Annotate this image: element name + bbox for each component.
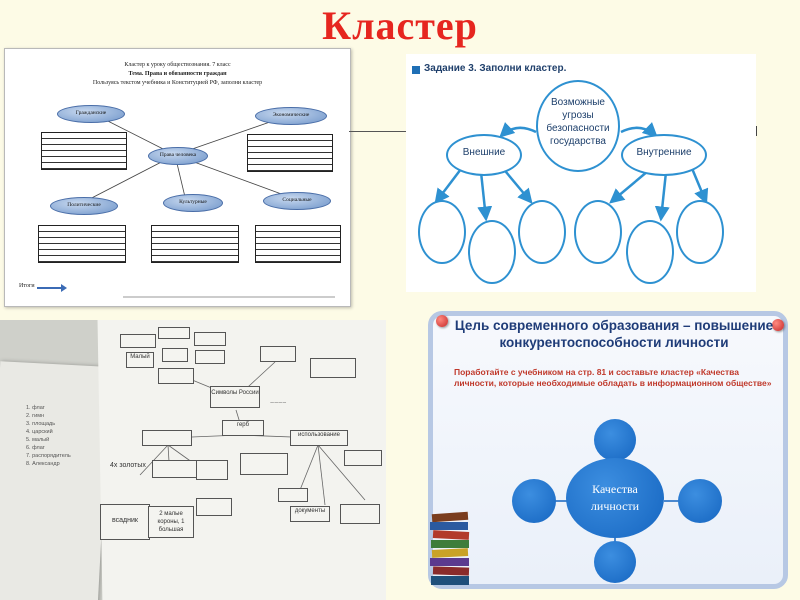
list-item: 8. Александр — [26, 461, 60, 467]
node-economic: Экономические — [255, 107, 327, 125]
answer-lines[interactable] — [151, 225, 239, 263]
list-item: 6. флаг — [26, 445, 45, 451]
threat-center-node: Возможные угрозы безопасности государств… — [536, 80, 620, 172]
arrow-right-icon — [37, 284, 67, 292]
list-item: 4. царский — [26, 429, 53, 435]
sketch-box: Малый — [126, 352, 154, 368]
node-political: Политические — [50, 197, 118, 215]
sketch-note: 4х золотых — [110, 462, 146, 469]
empty-circle[interactable] — [626, 220, 674, 284]
sketch-box — [158, 368, 194, 384]
list-item: 5. малый — [26, 437, 50, 443]
worksheet-header-2: Тема. Права и обязанности граждан — [128, 71, 227, 77]
list-item: 2. гимн — [26, 413, 45, 419]
worksheet-footer: Итоги — [19, 283, 35, 289]
cluster-circle-bottom[interactable] — [594, 541, 636, 583]
goal-panel: Цель современного образования – повышени… — [422, 305, 800, 600]
sketch-box — [142, 430, 192, 446]
cluster-circle-left[interactable] — [512, 479, 556, 523]
task3-heading: Задание 3. Заполни кластер. — [424, 63, 567, 74]
answer-lines[interactable] — [247, 134, 333, 172]
internal-node: Внутренние — [621, 134, 707, 176]
pin-icon — [436, 315, 448, 327]
worksheet-header-1: Кластер к уроку обществознания. 7 класс — [124, 62, 231, 68]
sketch-box — [260, 346, 296, 362]
sketch-center-node: Символы России — [210, 386, 260, 408]
sketch-box — [196, 498, 232, 516]
answer-lines[interactable] — [255, 225, 341, 263]
sketch-box: герб — [222, 420, 264, 436]
cluster-center-label: Качества личности — [590, 482, 640, 513]
sketch-box — [344, 450, 382, 466]
node-civil: Гражданские — [57, 105, 125, 123]
worksheet-connectors — [79, 111, 335, 298]
cluster-center-node — [566, 458, 664, 538]
empty-circle[interactable] — [676, 200, 724, 264]
sketch-box — [158, 327, 190, 339]
list-item: 7. распорядитель — [26, 453, 71, 459]
list-item: 1. флаг — [26, 405, 45, 411]
sketch-box — [278, 488, 308, 502]
task3-marker — [412, 66, 420, 74]
sketch-note: ~~~~ — [270, 400, 287, 407]
sketch-box: всадник — [100, 504, 150, 540]
sketch-box — [340, 504, 380, 524]
left-list: 1. флаг 2. гимн 3. площадь 4. царский 5.… — [26, 404, 96, 468]
node-center: Права человека — [148, 147, 208, 165]
sketch-box — [152, 460, 198, 478]
books-icon — [430, 507, 472, 587]
goal-title: Цель современного образования – повышени… — [454, 318, 774, 350]
pin-icon — [772, 319, 784, 331]
worksheet-panel: Кластер к уроку обществознания. 7 класс … — [4, 48, 351, 307]
worksheet-instruction: Пользуясь текстом учебника и Конституцие… — [92, 80, 263, 86]
sketch-box: 2 малые короны, 1 большая — [148, 506, 194, 538]
sketch-box — [120, 334, 156, 348]
task3-panel: Задание 3. Заполни кластер. Возможные уг… — [406, 54, 756, 292]
sketch-box — [162, 348, 188, 362]
sketch-box — [195, 350, 225, 364]
empty-circle[interactable] — [468, 220, 516, 284]
sketch-box: документы — [290, 506, 330, 522]
cluster-circle-top[interactable] — [594, 419, 636, 461]
slide-title: Кластер — [322, 3, 478, 48]
answer-lines[interactable] — [38, 225, 126, 263]
sketch-box: использование — [290, 430, 348, 446]
sketch-box — [310, 358, 356, 378]
node-social: Социальные — [263, 192, 331, 210]
sketch-photo: 1. флаг 2. гимн 3. площадь 4. царский 5.… — [0, 320, 386, 600]
goal-task: Поработайте с учебником на стр. 81 и сос… — [454, 367, 772, 388]
divider — [349, 131, 406, 132]
node-cultural: Культурные — [163, 194, 223, 212]
empty-circle[interactable] — [418, 200, 466, 264]
divider — [756, 126, 763, 136]
empty-circle[interactable] — [518, 200, 566, 264]
sketch-box — [240, 453, 288, 475]
cluster-circle-right[interactable] — [678, 479, 722, 523]
answer-lines[interactable] — [41, 132, 127, 170]
sketch-box — [196, 460, 228, 480]
sketch-box — [194, 332, 226, 346]
list-item: 3. площадь — [26, 421, 56, 427]
external-node: Внешние — [446, 134, 522, 176]
empty-circle[interactable] — [574, 200, 622, 264]
